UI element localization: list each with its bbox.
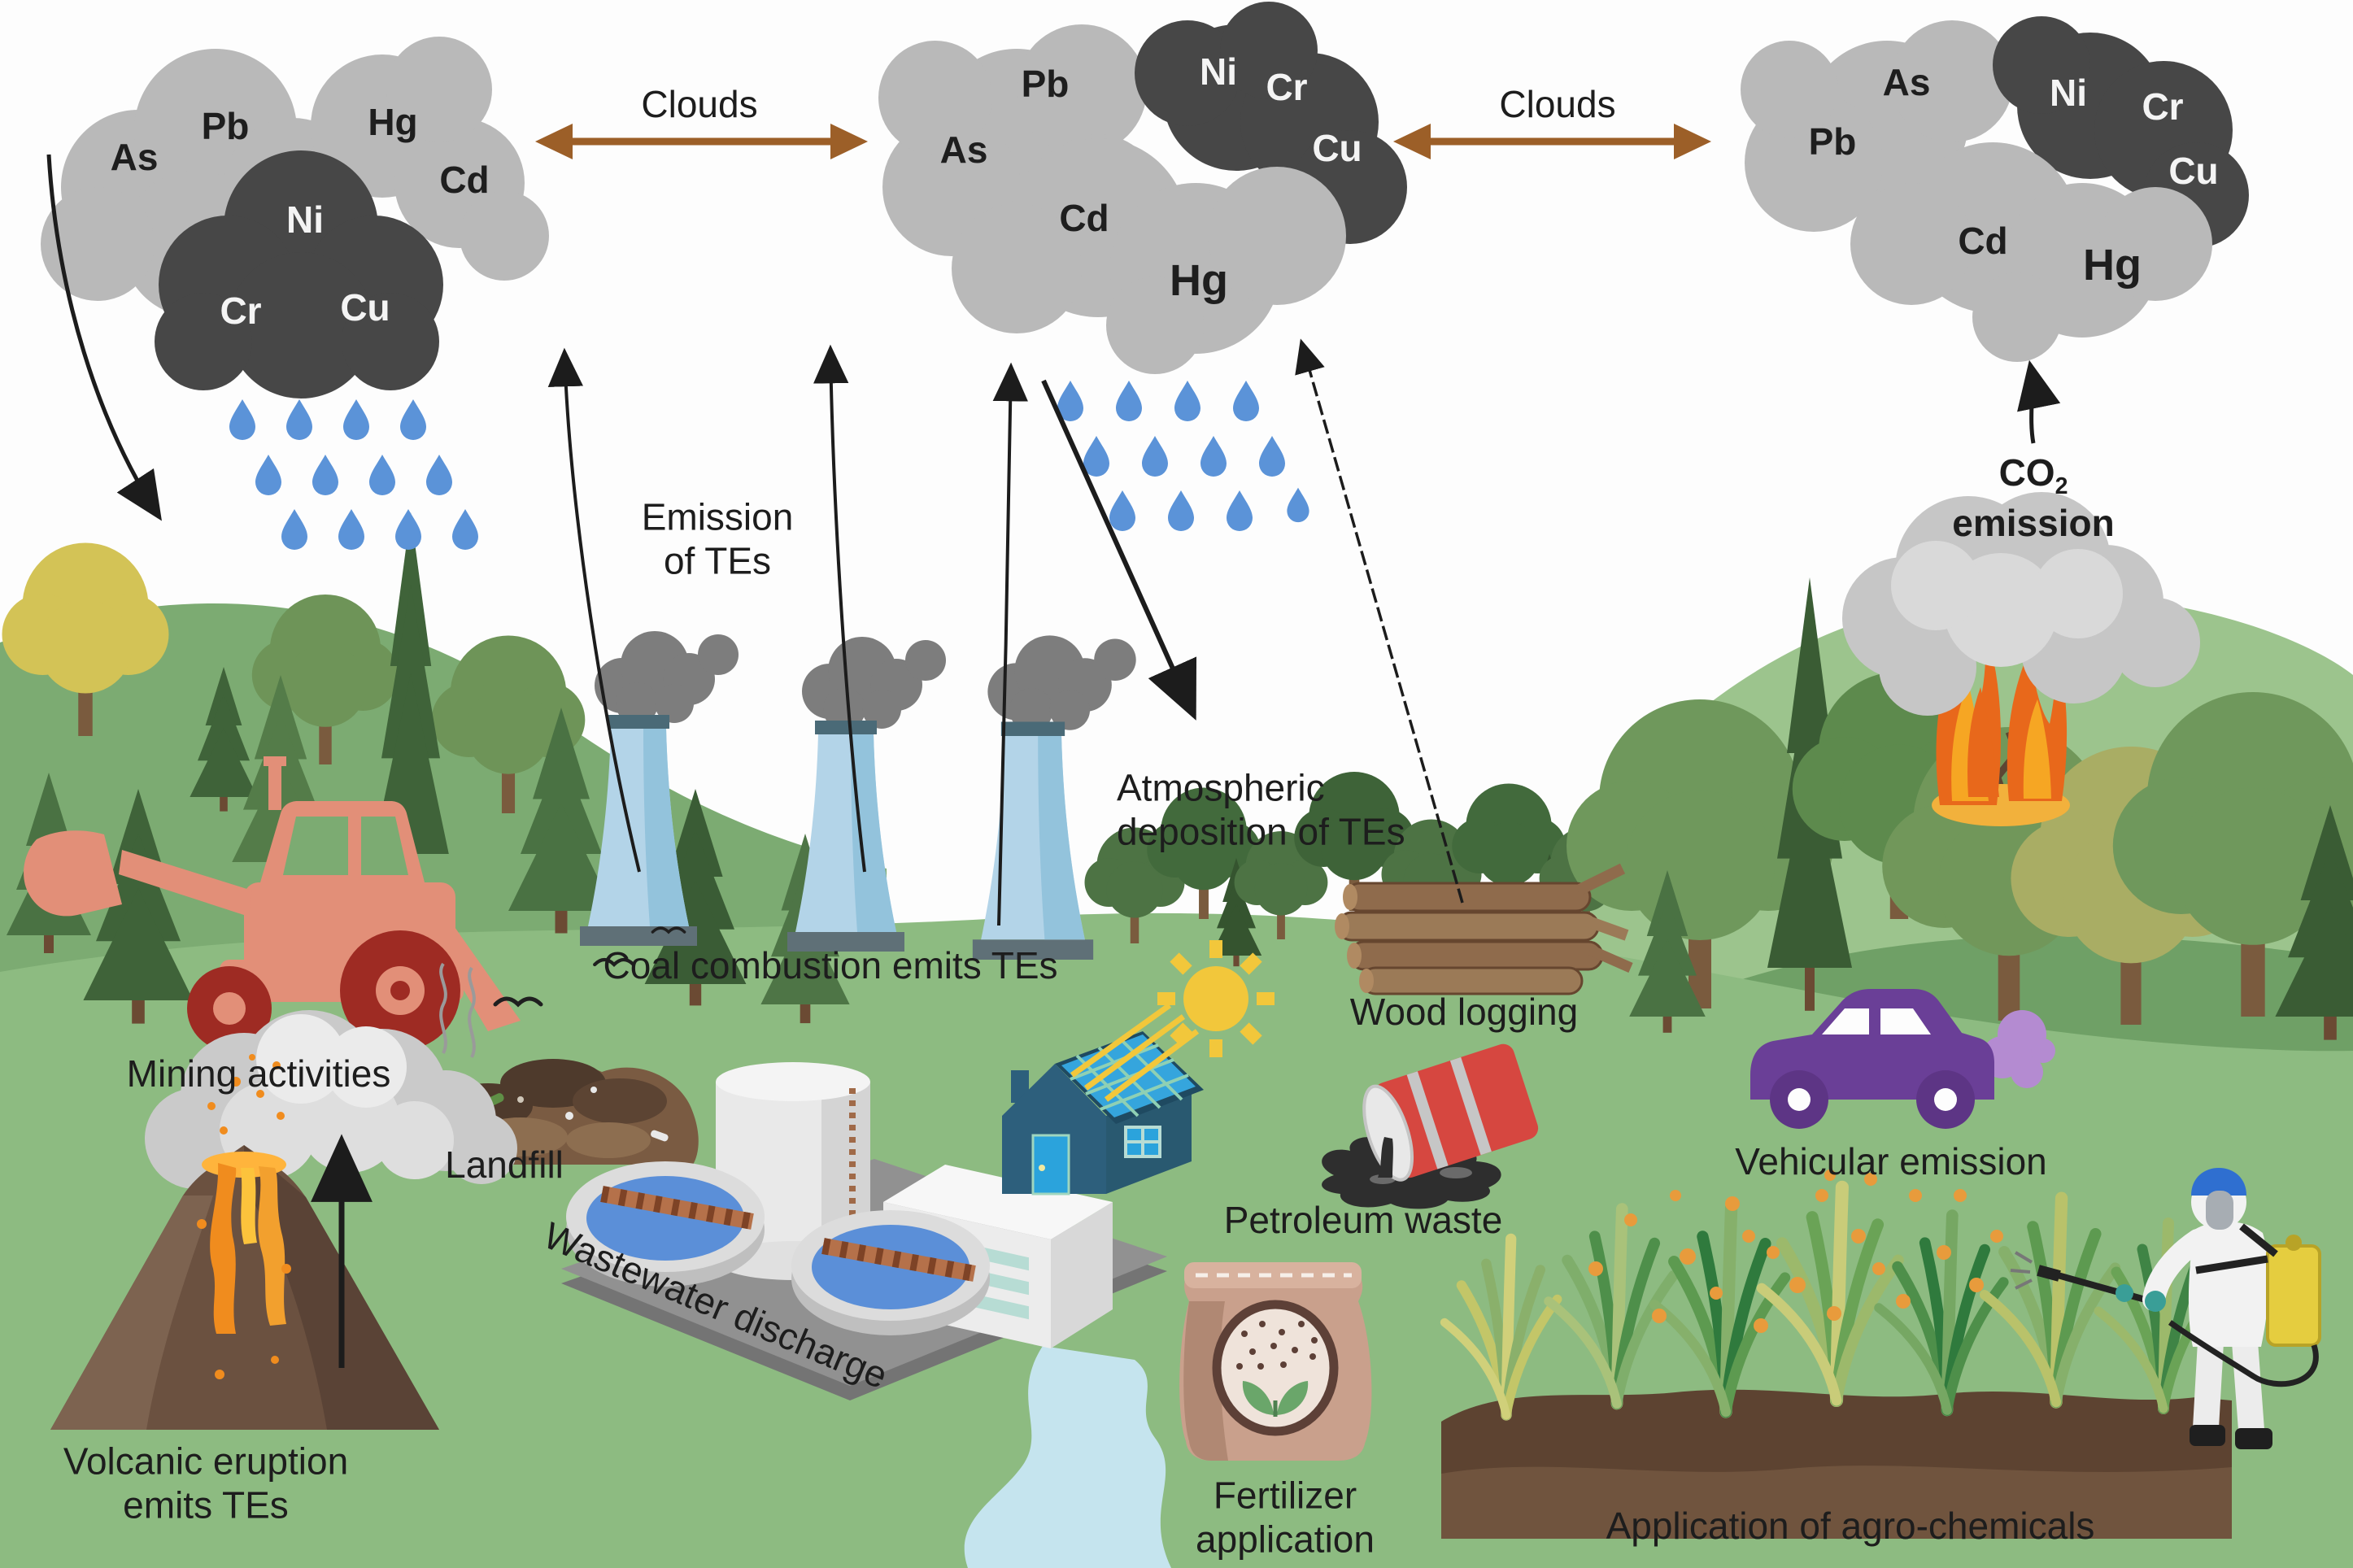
co2-emission-label: CO2 emission [1952, 451, 2114, 545]
agro-chemicals-label: Application of agro-chemicals [1606, 1504, 2095, 1547]
mining-tractor-icon [24, 756, 521, 1051]
element-cr-left: Cr [220, 290, 262, 332]
seed-specks [1236, 1321, 1318, 1370]
solar-grid [1070, 1038, 1189, 1117]
element-cr-right: Cr [2142, 85, 2184, 128]
emission-line2: of TEs [663, 540, 772, 582]
emission-line1: Emission [641, 495, 794, 538]
fertilizer-line2: application [1196, 1518, 1375, 1561]
element-hg-right: Hg [2083, 241, 2142, 290]
element-as-left: As [110, 136, 159, 178]
co2-line2: emission [1952, 501, 2115, 544]
deposition-line2: deposition of TEs [1117, 811, 1405, 853]
cloud-to-ground-arrow [46, 154, 162, 521]
element-hg-middle: Hg [1170, 256, 1228, 305]
coal-plant-towers-icon [580, 631, 1136, 960]
pesticide-sprayer-person-icon [2010, 1168, 2321, 1449]
wood-logs-icon [1335, 863, 1633, 995]
emission-arrow-1 [547, 347, 641, 873]
element-pb-left: Pb [201, 105, 250, 147]
car-icon [1750, 989, 2055, 1129]
element-ni-right: Ni [2050, 72, 2087, 114]
volcano-line2: emits TEs [123, 1484, 289, 1527]
element-pb-right: Pb [1808, 120, 1857, 163]
crop-field [1441, 1169, 2232, 1539]
element-as-right: As [1882, 61, 1931, 103]
element-cu-right: Cu [2168, 150, 2219, 192]
atmospheric-deposition-label: Atmospheric deposition of TEs [1117, 766, 1405, 855]
clouds-link-arrows [535, 124, 1711, 159]
fertilizer-bag-icon [1179, 1262, 1372, 1461]
deposition-line1: Atmospheric [1117, 766, 1325, 809]
emission-arrow-3 [992, 362, 1028, 926]
spray-droplets [1588, 1169, 2003, 1333]
odor-squiggle [439, 962, 447, 1054]
exhaust-smoke [1981, 1010, 2055, 1088]
vehicular-emission-label: Vehicular emission [1735, 1139, 2047, 1183]
forest-fire-icon [1842, 492, 2200, 826]
petroleum-waste-label: Petroleum waste [1223, 1198, 1503, 1241]
house-door [1031, 1134, 1070, 1196]
element-cr-middle: Cr [1266, 66, 1308, 108]
petroleum-barrel-icon [1322, 1043, 1539, 1209]
cloud-cluster-right [1741, 16, 2249, 362]
sun-icon [1070, 940, 1275, 1102]
volcano-sparks [207, 1054, 285, 1135]
wood-logging-label: Wood logging [1349, 990, 1579, 1033]
mining-activities-label: Mining activities [126, 1052, 391, 1095]
fertilizer-line1: Fertilizer [1213, 1474, 1357, 1517]
emission-arrow-2 [813, 344, 866, 873]
coal-combustion-label: Coal combustion emits TEs [603, 943, 1058, 987]
element-cd-left: Cd [439, 159, 490, 201]
element-cu-middle: Cu [1312, 127, 1362, 169]
cloud-cluster-left [41, 37, 549, 399]
odor-squiggle [468, 966, 476, 1058]
clouds-label-left: Clouds [641, 82, 758, 125]
clouds-label-right: Clouds [1499, 82, 1616, 125]
landfill-label: Landfill [445, 1143, 564, 1186]
fertilizer-application-label: Fertilizer application [1196, 1474, 1375, 1562]
emission-of-tes-label: Emission of TEs [642, 495, 794, 584]
house-window [1124, 1126, 1161, 1158]
wastewater-plant-icon [561, 1062, 1171, 1568]
element-cd-right: Cd [1958, 220, 2008, 262]
element-ni-middle: Ni [1200, 50, 1237, 93]
solar-house-icon [1002, 940, 1275, 1196]
volcano-line1: Volcanic eruption [63, 1440, 349, 1483]
flow-arrows [46, 154, 2061, 1368]
deposition-arrow [1041, 379, 1197, 721]
stream-icon [964, 1346, 1171, 1568]
element-ni-left: Ni [286, 198, 324, 241]
element-cu-left: Cu [340, 286, 390, 329]
element-pb-middle: Pb [1021, 63, 1070, 105]
cloud-cluster-middle [878, 2, 1407, 374]
co2-formula: CO2 [1998, 451, 2068, 500]
element-hg-left: Hg [368, 101, 418, 143]
co2-arrow [2017, 359, 2061, 444]
volcanic-eruption-label: Volcanic eruption emits TEs [63, 1440, 348, 1528]
element-cd-middle: Cd [1059, 197, 1109, 239]
element-as-middle: As [939, 128, 988, 171]
